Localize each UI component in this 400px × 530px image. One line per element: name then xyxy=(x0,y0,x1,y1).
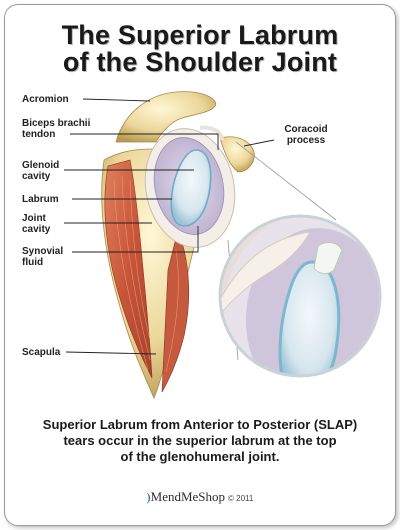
labrum-tear xyxy=(313,242,343,275)
footer-logo: )MendMeShop © 2011 xyxy=(0,489,400,505)
label-glenoid-line-1: Glenoid xyxy=(22,160,60,171)
label-joint-line-1: Joint xyxy=(22,213,46,224)
title-line-2: of the Shoulder Joint xyxy=(62,47,338,77)
leader-scapula xyxy=(65,351,157,355)
zoom-line-upper xyxy=(235,141,337,221)
label-biceps-line-2: tendon xyxy=(22,129,56,140)
label-joint-line-2: cavity xyxy=(22,224,51,235)
label-glenoid-line-2: cavity xyxy=(22,171,51,182)
glenoid-cavity xyxy=(170,149,212,227)
label-biceps-line-1: Biceps brachii xyxy=(22,118,91,129)
label-synovial-line-1: Synovial xyxy=(22,246,64,257)
label-coracoid-line-2: process xyxy=(286,135,326,146)
label-acromion: Acromion xyxy=(22,94,69,105)
logo-brand: MendMeShop xyxy=(150,489,226,504)
caption-line-2: tears occur in the superior labrum at th… xyxy=(63,433,337,448)
label-scapula: Scapula xyxy=(22,347,61,358)
logo-copyright: © 2011 xyxy=(228,494,254,503)
mendmeshop-logo-icon: ) xyxy=(146,490,151,504)
title-line-1: The Superior Labrum xyxy=(61,20,339,50)
leader-coracoid xyxy=(243,139,275,147)
anterior-muscle xyxy=(161,228,190,393)
label-synovial-line-2: fluid xyxy=(22,257,44,268)
label-labrum: Labrum xyxy=(22,194,59,205)
leader-biceps xyxy=(70,133,219,150)
label-coracoid-line-1: Coracoid xyxy=(284,124,328,135)
biceps-tendon xyxy=(199,125,224,141)
magnified-lens-ring xyxy=(218,214,382,378)
caption-line-3: of the glenohumeral joint. xyxy=(120,449,280,464)
caption-line-1: Superior Labrum from Anterior to Posteri… xyxy=(42,417,358,432)
leader-acromion xyxy=(82,98,151,102)
leader-synovial xyxy=(72,226,199,253)
caption: Superior Labrum from Anterior to Posteri… xyxy=(18,417,382,465)
